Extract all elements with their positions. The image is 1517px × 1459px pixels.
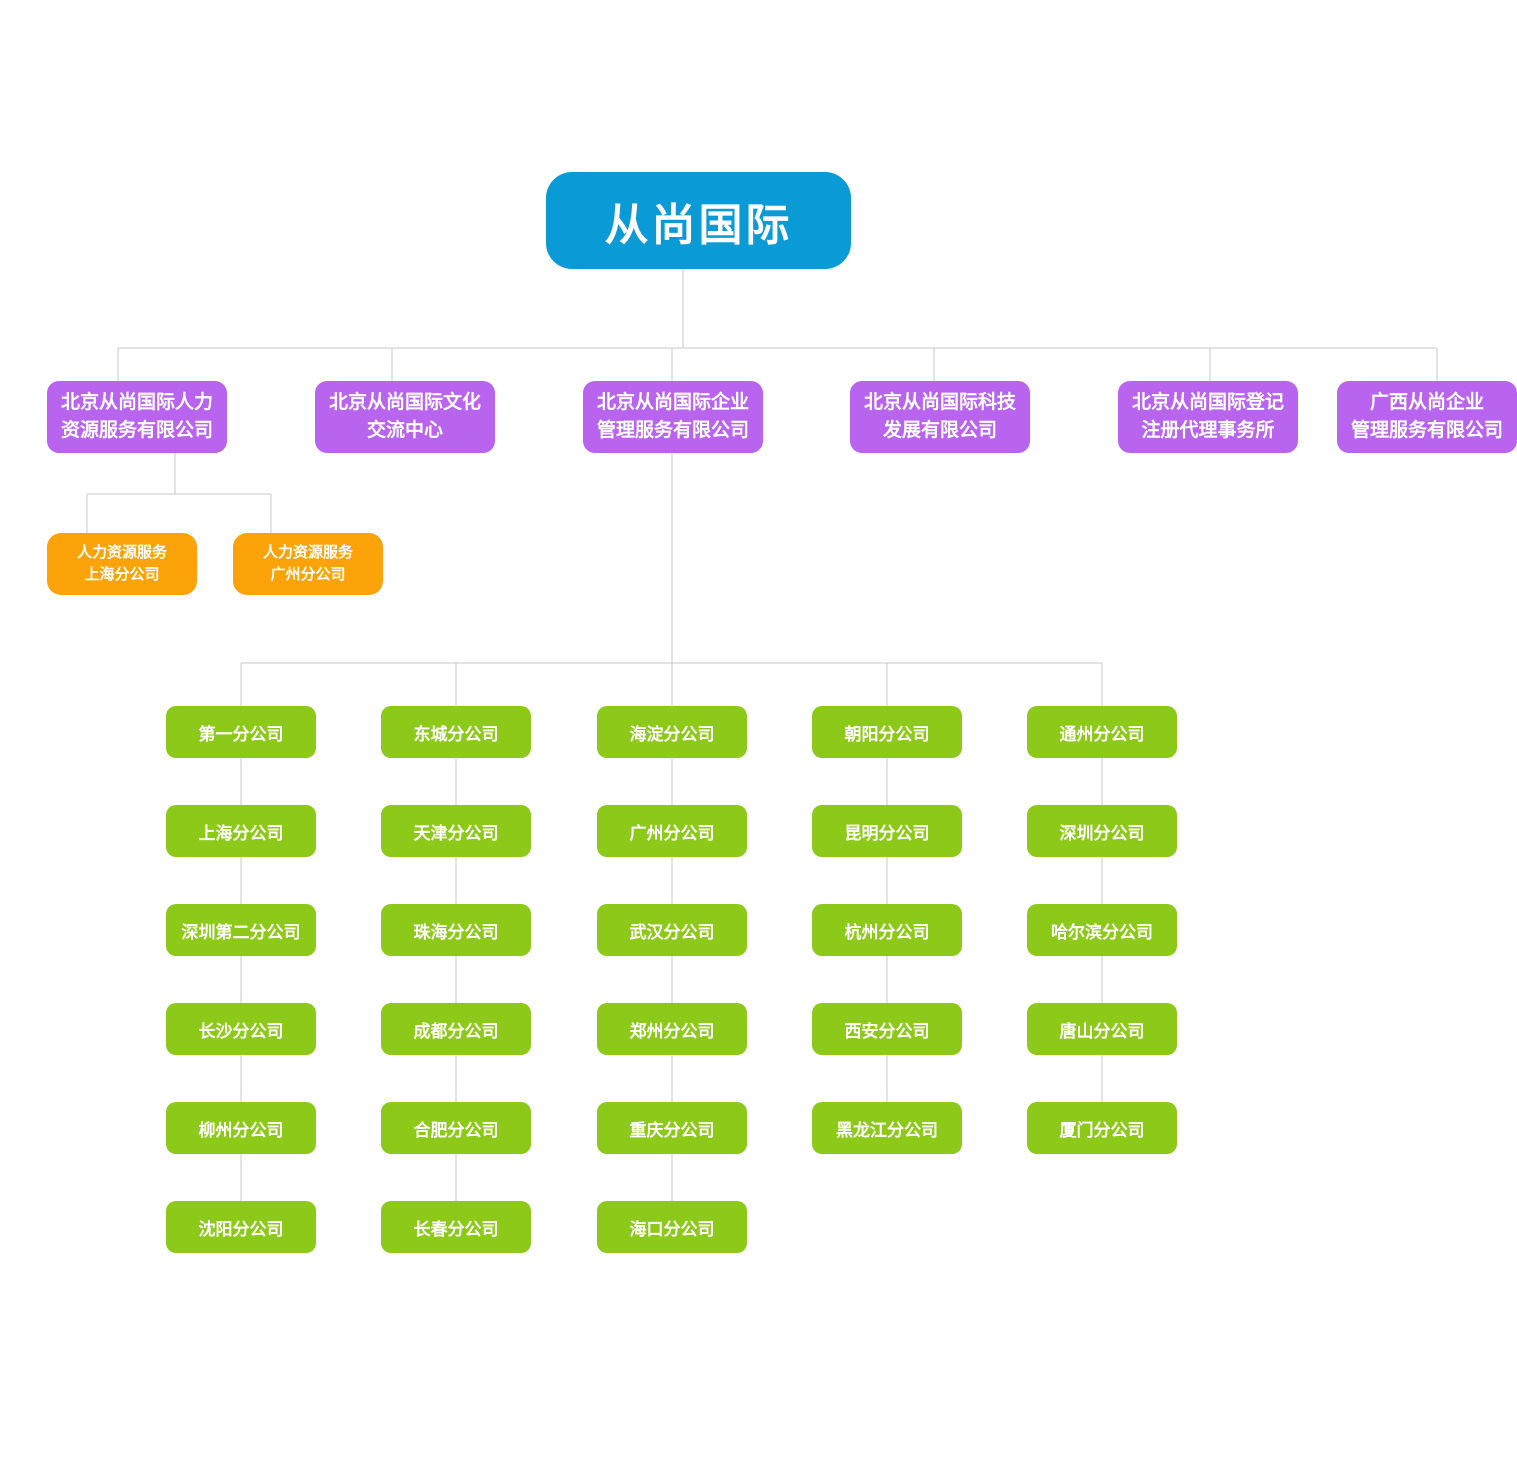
org-node-city-branch: 深圳分公司: [1027, 805, 1177, 857]
org-node-subsidiary: 北京从尚国际登记注册代理事务所: [1118, 381, 1298, 453]
node-label: 重庆分公司: [629, 1120, 715, 1140]
node-label: 朝阳分公司: [844, 724, 930, 744]
org-node-city-branch: 长沙分公司: [166, 1003, 316, 1055]
org-node-city-branch: 沈阳分公司: [166, 1201, 316, 1253]
node-label: 黑龙江分公司: [836, 1120, 938, 1140]
org-node-city-branch: 成都分公司: [381, 1003, 531, 1055]
org-node-subsidiary: 北京从尚国际人力资源服务有限公司: [47, 381, 227, 453]
node-label: 武汉分公司: [629, 922, 715, 942]
node-label: 资源服务有限公司: [60, 420, 213, 441]
org-node-city-branch: 深圳第二分公司: [166, 904, 316, 956]
node-label: 郑州分公司: [629, 1021, 715, 1041]
node-label: 北京从尚国际人力: [60, 392, 213, 413]
node-label: 合肥分公司: [413, 1120, 499, 1140]
node-label: 深圳第二分公司: [181, 922, 301, 942]
org-node-city-branch: 黑龙江分公司: [812, 1102, 962, 1154]
node-label: 珠海分公司: [413, 922, 499, 942]
org-node-city-branch: 哈尔滨分公司: [1027, 904, 1177, 956]
node-label: 管理服务有限公司: [1350, 420, 1503, 441]
node-label: 人力资源服务: [262, 544, 353, 561]
node-label: 发展有限公司: [882, 420, 997, 441]
node-label: 沈阳分公司: [198, 1219, 284, 1239]
node-label: 长沙分公司: [198, 1021, 284, 1041]
node-label: 海淀分公司: [629, 724, 715, 744]
org-node-city-branch: 上海分公司: [166, 805, 316, 857]
node-label: 上海分公司: [84, 566, 160, 583]
node-label: 人力资源服务: [76, 544, 167, 561]
node-label: 广西从尚企业: [1369, 392, 1484, 413]
org-node-hr-branch: 人力资源服务上海分公司: [47, 533, 197, 595]
node-label: 通州分公司: [1059, 724, 1145, 744]
org-node-subsidiary: 北京从尚国际文化交流中心: [315, 381, 495, 453]
node-label: 西安分公司: [844, 1021, 930, 1041]
org-node-city-branch: 长春分公司: [381, 1201, 531, 1253]
node-label: 昆明分公司: [844, 823, 930, 843]
node-label: 上海分公司: [198, 823, 284, 843]
org-node-city-branch: 珠海分公司: [381, 904, 531, 956]
org-node-hr-branch: 人力资源服务广州分公司: [233, 533, 383, 595]
org-node-city-branch: 厦门分公司: [1027, 1102, 1177, 1154]
org-node-subsidiary: 广西从尚企业管理服务有限公司: [1337, 381, 1517, 453]
node-label: 深圳分公司: [1059, 823, 1145, 843]
org-node-city-branch: 广州分公司: [597, 805, 747, 857]
org-node-city-branch: 柳州分公司: [166, 1102, 316, 1154]
node-label: 海口分公司: [629, 1219, 715, 1239]
org-node-city-branch: 海口分公司: [597, 1201, 747, 1253]
node-label: 杭州分公司: [844, 922, 930, 942]
org-node-city-branch: 朝阳分公司: [812, 706, 962, 758]
org-node-city-branch: 东城分公司: [381, 706, 531, 758]
node-label: 唐山分公司: [1059, 1021, 1145, 1041]
node-label: 长春分公司: [413, 1219, 499, 1239]
node-label: 柳州分公司: [198, 1120, 284, 1140]
org-node-city-branch: 郑州分公司: [597, 1003, 747, 1055]
org-node-city-branch: 重庆分公司: [597, 1102, 747, 1154]
org-node-city-branch: 唐山分公司: [1027, 1003, 1177, 1055]
org-node-root: 从尚国际: [546, 172, 851, 269]
node-label: 交流中心: [366, 420, 443, 441]
org-node-subsidiary: 北京从尚国际企业管理服务有限公司: [583, 381, 763, 453]
node-label: 第一分公司: [198, 724, 284, 744]
node-label: 北京从尚国际文化: [328, 392, 481, 413]
node-label: 北京从尚国际登记: [1131, 392, 1284, 413]
org-node-city-branch: 通州分公司: [1027, 706, 1177, 758]
org-node-city-branch: 合肥分公司: [381, 1102, 531, 1154]
node-label: 北京从尚国际科技: [863, 392, 1016, 413]
node-label: 管理服务有限公司: [596, 420, 749, 441]
org-node-subsidiary: 北京从尚国际科技发展有限公司: [850, 381, 1030, 453]
node-label: 哈尔滨分公司: [1051, 922, 1153, 942]
node-label: 东城分公司: [413, 724, 499, 744]
node-label: 天津分公司: [413, 823, 499, 843]
org-node-city-branch: 杭州分公司: [812, 904, 962, 956]
node-label: 从尚国际: [604, 200, 793, 250]
org-node-city-branch: 第一分公司: [166, 706, 316, 758]
node-label: 成都分公司: [413, 1021, 499, 1041]
org-node-city-branch: 海淀分公司: [597, 706, 747, 758]
connector-path: [86, 269, 1438, 1201]
org-node-city-branch: 天津分公司: [381, 805, 531, 857]
node-label: 厦门分公司: [1059, 1120, 1145, 1140]
node-label: 北京从尚国际企业: [596, 392, 749, 413]
org-node-city-branch: 昆明分公司: [812, 805, 962, 857]
org-node-city-branch: 西安分公司: [812, 1003, 962, 1055]
node-label: 注册代理事务所: [1141, 420, 1275, 441]
node-label: 广州分公司: [270, 566, 346, 583]
org-node-city-branch: 武汉分公司: [597, 904, 747, 956]
node-label: 广州分公司: [629, 823, 715, 843]
